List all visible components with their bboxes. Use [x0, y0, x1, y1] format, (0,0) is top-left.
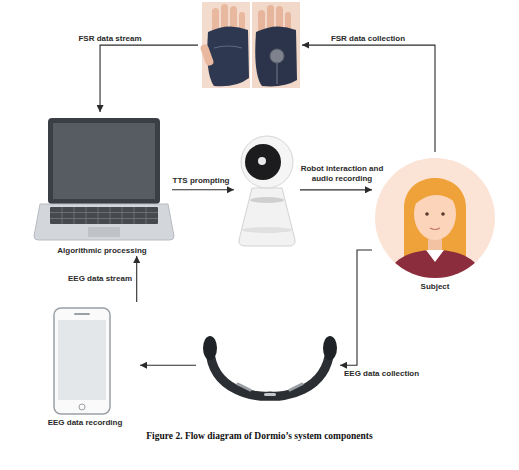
hair	[404, 178, 466, 262]
robot-node	[234, 134, 300, 248]
robot-head	[241, 136, 293, 188]
subject-avatar	[375, 158, 495, 290]
laptop-illustration	[34, 118, 174, 240]
robot-face	[245, 144, 281, 180]
force-sensor	[270, 49, 284, 63]
subject-node: Subject	[372, 152, 498, 292]
node-label: Subject	[421, 282, 450, 292]
phone-button	[79, 404, 85, 410]
edge-label: EEG data stream	[40, 274, 132, 284]
node-label: Algorithmic processing	[57, 246, 146, 256]
eye	[441, 212, 445, 216]
edge-label: TTS prompting	[161, 176, 241, 186]
bangs	[412, 186, 458, 208]
headband-pod	[203, 336, 217, 360]
headband-arc	[210, 350, 330, 396]
glove-sensor-node	[198, 2, 302, 90]
robot-eye	[258, 157, 266, 165]
headband-illustration	[203, 336, 337, 396]
robot-ring	[250, 197, 284, 203]
laptop-screen	[53, 123, 155, 199]
edge-label: FSR data collection	[318, 34, 418, 44]
glove-shape	[255, 26, 297, 86]
phone-illustration	[54, 308, 110, 414]
avatar-circle	[375, 158, 495, 278]
phone-screen	[58, 320, 106, 400]
edge-label: Robot interaction and audio recording	[294, 164, 390, 183]
photo-background	[252, 2, 300, 88]
avatar-figure	[384, 178, 486, 290]
laptop-trackpad	[88, 227, 120, 237]
photo-background	[202, 2, 250, 88]
flow-arrow	[136, 256, 137, 302]
headband-sensor	[238, 384, 302, 390]
sensor-wire	[276, 63, 277, 84]
flow-arrow	[100, 45, 198, 112]
glove-photo	[252, 2, 300, 88]
headband-pod	[323, 336, 337, 360]
flow-arrow	[140, 365, 196, 366]
flow-arrow	[300, 189, 372, 190]
flow-arrow	[302, 45, 435, 152]
phone-node: EEG data recording	[30, 302, 140, 428]
robot-ring	[242, 227, 292, 233]
edge-label: EEG data collection	[344, 369, 444, 379]
phone-speaker	[74, 313, 90, 315]
thumb	[199, 43, 214, 66]
flow-arrow	[340, 250, 372, 365]
phone-body	[54, 308, 110, 414]
headband-node	[196, 330, 340, 402]
laptop-node: Algorithmic processing	[32, 112, 172, 256]
node-label: EEG data recording	[48, 418, 123, 428]
laptop-screen-bezel	[48, 118, 160, 204]
headband-logo	[264, 393, 276, 396]
edge-label: FSR data stream	[60, 34, 160, 44]
mouth	[430, 228, 440, 230]
figure-caption: Figure 2. Flow diagram of Dormio’s syste…	[0, 431, 519, 441]
glove-photo	[199, 2, 250, 88]
glove-shape	[207, 26, 249, 86]
flow-arrow	[172, 189, 234, 190]
robot-body	[239, 188, 295, 246]
glove-seam	[214, 46, 242, 48]
laptop-keyboard	[50, 207, 158, 224]
keyboard-keys	[50, 207, 158, 224]
eye	[425, 212, 429, 216]
laptop-base	[34, 204, 174, 240]
robot-illustration	[239, 136, 295, 246]
collar	[426, 250, 444, 262]
